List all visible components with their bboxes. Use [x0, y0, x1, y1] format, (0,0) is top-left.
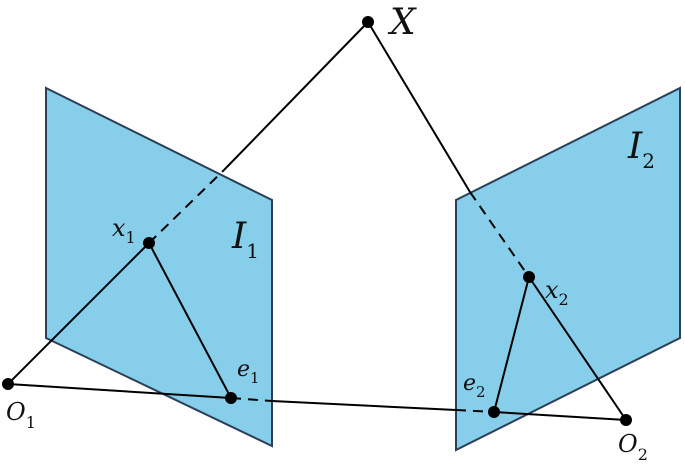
point-O1 [2, 378, 14, 390]
label-I2: I2 [627, 126, 655, 173]
label-x2: x2 [545, 276, 569, 309]
baseline-middle [271, 400, 457, 411]
image-plane-1 [45, 86, 273, 448]
ray-lines [7, 21, 627, 421]
point-e1 [225, 392, 237, 404]
point-X [362, 16, 374, 28]
ray-to-X-left [223, 21, 369, 171]
label-X: X [387, 2, 417, 43]
label-e2: e2 [463, 371, 486, 401]
point-x2 [523, 271, 535, 283]
point-x1 [143, 237, 155, 249]
point-e2 [488, 406, 500, 418]
epipolar-line-1 [148, 242, 232, 399]
ray-plane2-x2-dashed [469, 191, 530, 278]
ray-X-to-plane2 [367, 21, 471, 193]
baseline-plane2-e2-dashed [455, 409, 495, 413]
label-O1: O1 [6, 398, 36, 432]
label-e1: e1 [237, 357, 260, 387]
ray-x2-o2 [528, 276, 627, 421]
epipolar-line-2 [493, 276, 530, 413]
point-O2 [620, 414, 632, 426]
label-O2: O2 [618, 430, 648, 464]
points [2, 16, 632, 426]
baseline-o1-e1 [7, 383, 232, 399]
ray-o1-x1 [7, 242, 150, 385]
label-I1: I1 [231, 216, 259, 263]
label-x1: x1 [112, 214, 136, 247]
baseline-e2-o2 [493, 411, 627, 421]
image-plane-2 [455, 86, 681, 452]
ray-x1-plane-edge-dashed [148, 169, 225, 244]
baseline-e1-plane-dashed [230, 397, 273, 402]
